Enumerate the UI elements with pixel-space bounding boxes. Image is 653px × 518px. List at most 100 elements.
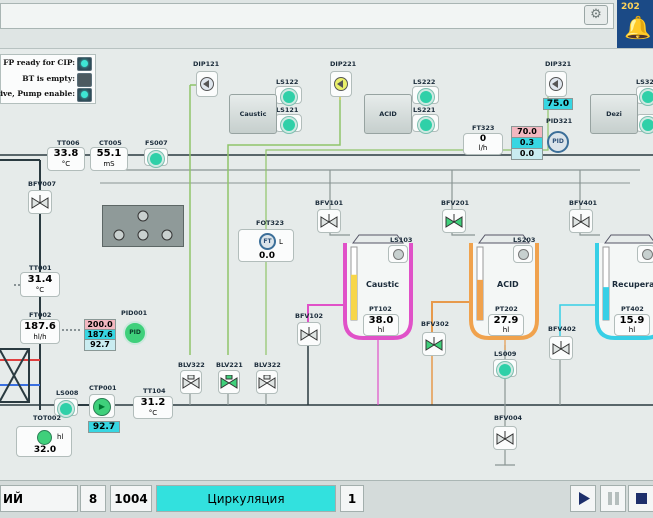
play-icon: [579, 492, 590, 505]
valve-icon: [258, 374, 276, 389]
bfv004-valve[interactable]: [493, 426, 517, 450]
tank-lid: [604, 234, 653, 244]
blv322-valve[interactable]: [180, 370, 202, 394]
heat-exchanger[interactable]: [0, 348, 30, 403]
tag-label: LS32: [636, 78, 653, 86]
caustic-tank-label: Caustic: [366, 280, 400, 289]
pump-running-icon: ▶: [93, 398, 111, 416]
pt202-value: 27.9: [493, 315, 519, 326]
bfv101-valve[interactable]: [317, 209, 341, 233]
ls008-sensor[interactable]: [54, 398, 78, 417]
pt402-display[interactable]: 15.9 hl: [614, 314, 650, 336]
pid001-controller[interactable]: PID: [123, 321, 147, 345]
tag-label: DIP121: [193, 60, 220, 68]
ls009-sensor[interactable]: [493, 359, 517, 378]
pid321-controller[interactable]: PID: [547, 131, 569, 153]
valve-open-icon: [220, 374, 238, 389]
tt006-display[interactable]: 33.8 °C: [47, 147, 85, 171]
fot323-display[interactable]: FT L 0.0: [238, 229, 294, 262]
tag-label: BFV302: [421, 320, 449, 328]
flow-meter-icon: FT: [259, 233, 276, 250]
pause-button[interactable]: [600, 485, 626, 512]
green-led-icon: [640, 89, 653, 105]
tot002-unit: hl: [57, 433, 64, 441]
tag-label: BLV322: [178, 361, 205, 369]
manifold-ports-icon: [113, 210, 173, 241]
ctp001-value: 92.7: [88, 421, 120, 433]
tag-label: BFV004: [494, 414, 522, 422]
settings-gear-icon[interactable]: ⚙: [584, 5, 608, 25]
ft002-display[interactable]: 187.6 hl/h: [20, 319, 60, 344]
ct005-value: 55.1: [96, 148, 122, 159]
tag-label: LS103: [390, 236, 413, 244]
dezi-vessel[interactable]: Dezi: [590, 94, 638, 134]
fs007-sensor[interactable]: [144, 148, 168, 167]
phase-count-field: 1: [340, 485, 364, 512]
ls122-sensor[interactable]: [275, 86, 302, 105]
ls403-sensor[interactable]: [637, 245, 653, 263]
level-bar-fill: [603, 287, 609, 320]
ft002-value: 187.6: [24, 321, 56, 332]
ls103-sensor[interactable]: [388, 245, 408, 263]
tot002-display[interactable]: hl 32.0: [16, 426, 72, 457]
alarm-panel[interactable]: 202 🔔: [617, 0, 653, 48]
stop-button[interactable]: [628, 485, 653, 512]
pt202-display[interactable]: 27.9 hl: [488, 314, 524, 336]
ls222-sensor[interactable]: [412, 86, 439, 105]
stop-icon: [636, 493, 647, 504]
tag-label: CTP001: [89, 384, 117, 392]
dip121-pump[interactable]: [196, 71, 218, 97]
recuperation-tank-label: Recuperati: [612, 280, 653, 289]
ls221-sensor[interactable]: [412, 114, 439, 133]
ctp001-pump[interactable]: ▶: [89, 394, 115, 418]
valve-open-icon: [425, 337, 443, 351]
dip221-pump[interactable]: [330, 71, 352, 97]
tag-label: BFV402: [548, 325, 576, 333]
level-bar-fill: [351, 274, 357, 320]
bfv007-valve[interactable]: [28, 190, 52, 214]
valve-icon: [496, 431, 514, 445]
bfv402-valve[interactable]: [549, 336, 573, 360]
blv221-valve[interactable]: [218, 370, 240, 394]
tag-label: PID321: [546, 117, 573, 125]
bfv201-valve[interactable]: [442, 209, 466, 233]
pt102-display[interactable]: 38.0 hl: [363, 314, 399, 336]
valve-icon: [182, 374, 200, 389]
ls321-sensor[interactable]: [636, 114, 653, 133]
acid-tank-label: ACID: [497, 280, 519, 289]
valve-icon: [552, 341, 570, 355]
tt104-display[interactable]: 31.2 °C: [133, 396, 173, 419]
green-led-icon: [148, 151, 164, 167]
bell-icon: 🔔: [624, 16, 652, 41]
tag-label: TT006: [57, 139, 80, 147]
bfv302-valve[interactable]: [422, 332, 446, 356]
bfv102-valve[interactable]: [297, 322, 321, 346]
tt001-display[interactable]: 31.4 °C: [20, 272, 60, 297]
caustic-vessel[interactable]: Caustic: [229, 94, 277, 134]
tag-label: DIP321: [545, 60, 572, 68]
ct005-display[interactable]: 55.1 mS: [90, 147, 128, 171]
ls121-sensor[interactable]: [275, 114, 302, 133]
valve-icon: [572, 214, 590, 228]
tot002-value: 32.0: [33, 445, 57, 455]
phase-field: Циркуляция: [156, 485, 336, 512]
tag-label: BFV401: [569, 199, 597, 207]
tag-label: PID001: [121, 309, 148, 317]
dip321-pump[interactable]: [545, 71, 567, 97]
heat-exchanger-icon: [0, 349, 29, 402]
ls322-sensor[interactable]: [636, 86, 653, 105]
acid-vessel[interactable]: ACID: [364, 94, 412, 134]
tt001-unit: °C: [35, 286, 45, 294]
tag-label: FOT323: [256, 219, 284, 227]
valve-open-icon: [445, 214, 463, 228]
blv322b-valve[interactable]: [256, 370, 278, 394]
tag-label: FT002: [29, 311, 52, 319]
ls203-sensor[interactable]: [513, 245, 533, 263]
tag-label: BFV007: [28, 180, 56, 188]
tag-label: BFV102: [295, 312, 323, 320]
green-led-icon: [417, 117, 434, 133]
bfv401-valve[interactable]: [569, 209, 593, 233]
valve-manifold[interactable]: [102, 205, 184, 247]
play-button[interactable]: [570, 485, 596, 512]
ft323-display[interactable]: 0 l/h: [463, 133, 503, 155]
